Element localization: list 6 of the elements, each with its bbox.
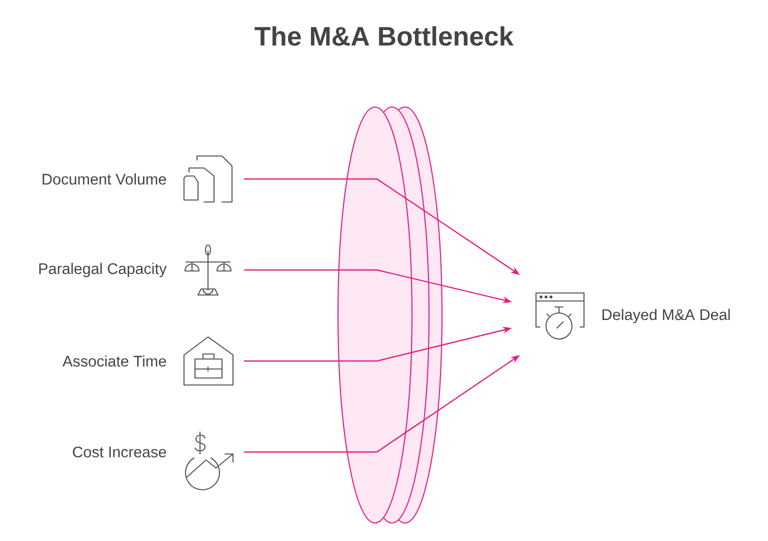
outcome-label: Delayed M&A Deal [602, 308, 730, 324]
factor-label: Cost Increase [72, 446, 166, 458]
factor-label: Paralegal Capacity [39, 262, 167, 278]
factor-label: Document Volume [42, 173, 166, 185]
title: The M&A Bottleneck [254, 26, 514, 46]
factor-label: Associate Time [62, 355, 166, 367]
